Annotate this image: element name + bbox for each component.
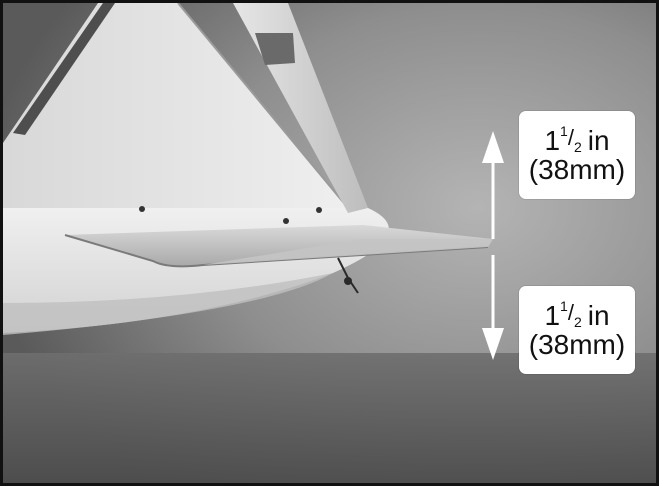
- floor: [3, 353, 656, 483]
- denominator: 2: [573, 313, 582, 330]
- screw-detail: [139, 206, 145, 212]
- whole-number: 1: [544, 124, 561, 156]
- linkage-detail: [344, 277, 352, 285]
- aircraft-tail-photo: [3, 3, 656, 483]
- fin-stripe: [13, 3, 115, 135]
- vertical-fin: [3, 3, 348, 208]
- numerator: 1: [560, 122, 568, 139]
- stabilizer-edge: [64, 234, 489, 268]
- callout-down: 1 1 / 2 in (38mm): [519, 286, 635, 374]
- metric-label: (38mm): [528, 329, 626, 360]
- fin-hinge-line: [177, 3, 349, 209]
- screw-detail: [316, 207, 322, 213]
- metric-label: (38mm): [528, 154, 626, 185]
- horizontal-stabilizer: [65, 225, 493, 267]
- unit-label: in: [587, 299, 610, 331]
- arrow-up-icon: [482, 131, 504, 239]
- elevator: [203, 239, 493, 265]
- screw-detail: [283, 218, 289, 224]
- unit-label: in: [587, 124, 610, 156]
- fraction-slash: /: [567, 124, 574, 150]
- fraction-slash: /: [567, 299, 574, 325]
- denominator: 2: [573, 138, 582, 155]
- numerator: 1: [560, 297, 568, 314]
- arrow-down-icon: [482, 255, 504, 360]
- fuselage-shadow: [3, 273, 333, 335]
- whole-number: 1: [544, 299, 561, 331]
- rudder-stripe: [255, 33, 295, 65]
- callout-up: 1 1 / 2 in (38mm): [519, 111, 635, 199]
